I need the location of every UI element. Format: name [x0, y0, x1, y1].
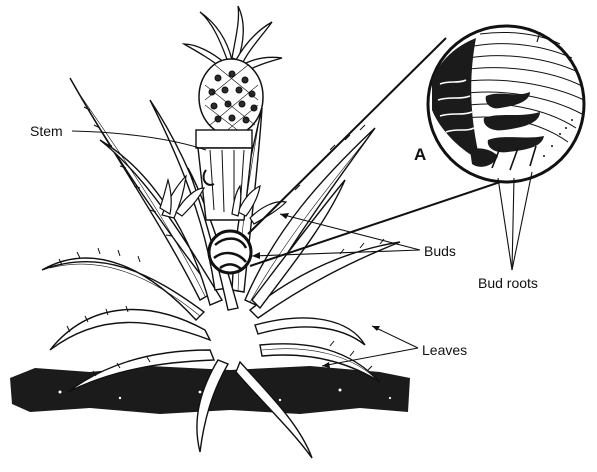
leaf	[255, 318, 365, 345]
label-leaves: Leaves	[422, 343, 467, 357]
label-stem: Stem	[30, 124, 63, 138]
bud-roots-leader-2	[512, 178, 514, 270]
stem-leader	[72, 131, 206, 150]
label-buds: Buds	[424, 244, 456, 258]
label-bud-roots: Bud roots	[478, 276, 538, 290]
bud-roots-leader-3	[512, 172, 532, 270]
leaves-leader-1	[372, 326, 418, 348]
leaf	[50, 310, 210, 350]
inset-magnified-bud	[428, 26, 584, 182]
label-inset-a: A	[414, 146, 426, 163]
bud-roots-leader-1	[498, 178, 512, 270]
